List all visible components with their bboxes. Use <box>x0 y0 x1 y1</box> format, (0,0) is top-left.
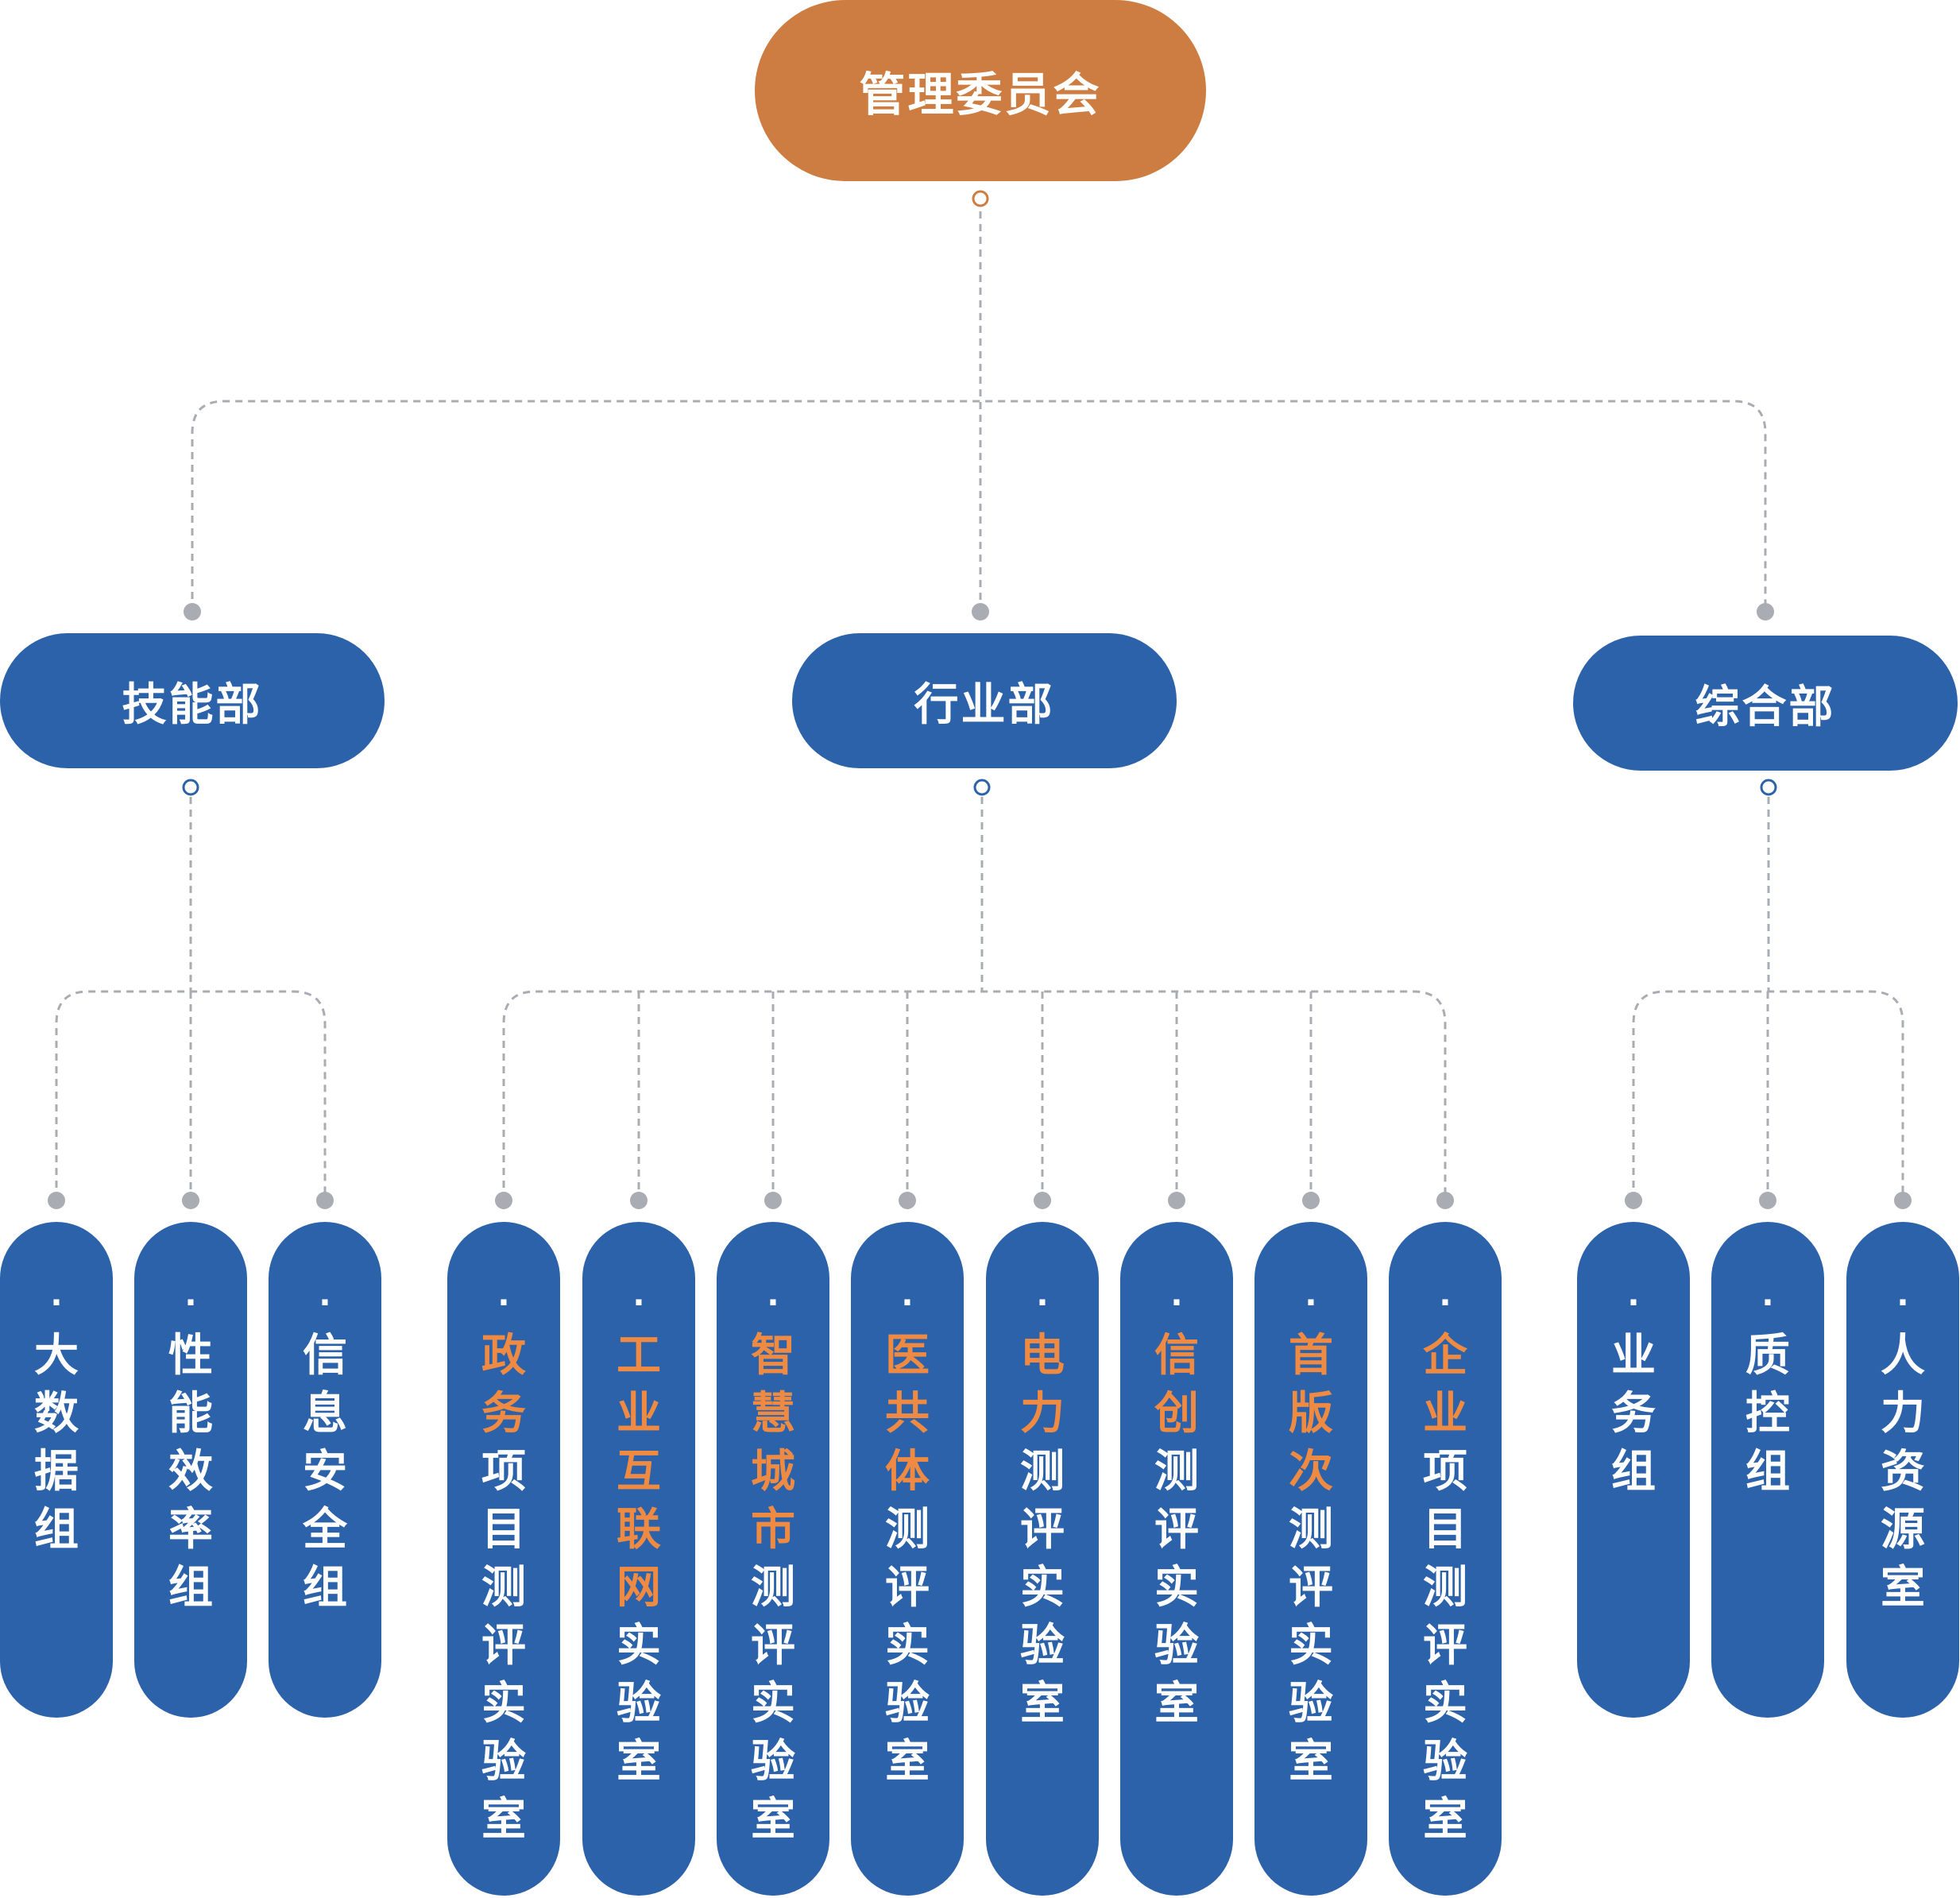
dept-connector-ring <box>1760 779 1777 796</box>
unit-node: · 大数据组 <box>0 1222 113 1718</box>
unit-node: · 信息安全组 <box>269 1222 381 1718</box>
connector-dot <box>899 1192 916 1209</box>
dept-bracket-line <box>191 400 1767 612</box>
connector-dot <box>764 1192 782 1209</box>
unit-node: · 质控组 <box>1711 1222 1824 1718</box>
unit-node: · 人力资源室 <box>1846 1222 1959 1718</box>
unit-label: 业务组 <box>1611 1330 1656 1498</box>
unit-label: 信创测评实验室 <box>1154 1330 1199 1730</box>
unit-node: · 企业项目测评实验室 <box>1389 1222 1502 1896</box>
connector-dot <box>1757 603 1774 620</box>
dept-node-general: 综合部 <box>1573 636 1958 771</box>
dept-node-industry: 行业部 <box>792 633 1177 768</box>
unit-node: · 业务组 <box>1577 1222 1690 1718</box>
unit-label: 企业项目测评实验室 <box>1423 1330 1467 1846</box>
connector-dot <box>1168 1192 1185 1209</box>
unit-node: · 政务项目测评实验室 <box>447 1222 560 1896</box>
connector-dot <box>1302 1192 1320 1209</box>
connector-dot <box>495 1192 512 1209</box>
unit-node: · 信创测评实验室 <box>1120 1222 1233 1896</box>
connector-dot <box>48 1192 65 1209</box>
dept-node-skills: 技能部 <box>0 633 385 768</box>
unit-label: 性能效率组 <box>168 1330 213 1614</box>
unit-node: · 工业互联网实验室 <box>582 1222 695 1896</box>
root-label: 管理委员会 <box>859 68 1102 122</box>
root-node: 管理委员会 <box>755 0 1206 181</box>
unit-node: · 医共体测评实验室 <box>851 1222 964 1896</box>
unit-label: 质控组 <box>1745 1330 1790 1498</box>
unit-label: 大数据组 <box>34 1330 79 1556</box>
connector-dot <box>1894 1192 1912 1209</box>
connector-dot <box>1436 1192 1454 1209</box>
connector-dot <box>972 603 989 620</box>
connector-dot <box>182 1192 199 1209</box>
dept-label: 技能部 <box>122 678 263 731</box>
connector-dot <box>184 603 201 620</box>
unit-node: · 智慧城市测评实验室 <box>717 1222 829 1896</box>
unit-label: 工业互联网实验室 <box>617 1330 661 1788</box>
unit-label: 智慧城市测评实验室 <box>751 1330 795 1846</box>
unit-bracket-line <box>502 990 1447 1200</box>
unit-node: · 性能效率组 <box>134 1222 247 1718</box>
connector-dot <box>630 1192 648 1209</box>
connector-dot <box>1625 1192 1642 1209</box>
dept-connector-ring <box>973 779 991 796</box>
connector-dot <box>316 1192 334 1209</box>
dept-connector-ring <box>182 779 199 796</box>
unit-label: 政务项目测评实验室 <box>481 1330 526 1846</box>
root-connector-ring <box>972 190 989 207</box>
unit-label: 人力资源室 <box>1881 1330 1925 1614</box>
unit-label: 电力测评实验室 <box>1020 1330 1065 1730</box>
dept-label: 行业部 <box>914 678 1055 731</box>
unit-node: · 电力测评实验室 <box>986 1222 1099 1896</box>
dept-label: 综合部 <box>1695 681 1836 733</box>
unit-label: 信息安全组 <box>303 1330 347 1614</box>
unit-node: · 首版次测评实验室 <box>1254 1222 1367 1896</box>
connector-dot <box>1034 1192 1051 1209</box>
unit-label: 医共体测评实验室 <box>885 1330 930 1788</box>
connector-dot <box>1759 1192 1776 1209</box>
unit-label: 首版次测评实验室 <box>1289 1330 1333 1788</box>
